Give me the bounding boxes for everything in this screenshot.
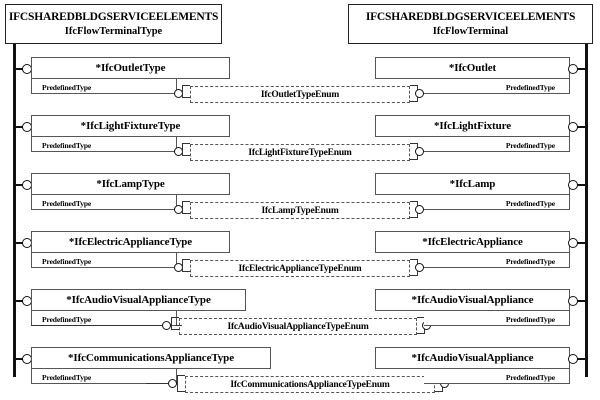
enum-bracket-left-1 — [182, 85, 190, 98]
branch-stub-right-5 — [570, 300, 586, 302]
enum-box-4: IfcElectricApplianceTypeEnum — [190, 260, 410, 277]
subtype-circle-right-1 — [568, 63, 578, 74]
subtype-circle-right-6 — [568, 353, 578, 364]
subtype-circle-right-2 — [568, 121, 578, 132]
supertype-trunk-right — [585, 44, 588, 377]
supertype-trunk-left — [13, 44, 16, 377]
enum-box-3: IfcLampTypeEnum — [190, 202, 410, 219]
branch-stub-right-6 — [570, 358, 586, 360]
attr-circle-right-2 — [415, 147, 424, 156]
schema-right-entity: IfcFlowTerminal — [432, 25, 509, 37]
entity-left-3-attribute: PredefinedType — [31, 195, 177, 210]
subtype-circle-right-4 — [568, 237, 578, 248]
entity-left-4: *IfcElectricApplianceType PredefinedType — [31, 231, 230, 268]
entity-right-1: *IfcOutlet PredefinedType — [375, 57, 570, 94]
entity-left-6-attribute: PredefinedType — [31, 369, 177, 384]
attr-circle-right-4 — [415, 263, 424, 272]
entity-right-4-attribute: PredefinedType — [424, 253, 570, 268]
entity-left-5-attribute: PredefinedType — [31, 311, 177, 326]
entity-right-4: *IfcElectricAppliance PredefinedType — [375, 231, 570, 268]
branch-stub-right-2 — [570, 126, 586, 128]
enum-box-1: IfcOutletTypeEnum — [190, 86, 410, 103]
entity-right-6-attribute: PredefinedType — [424, 369, 570, 384]
entity-left-1: *IfcOutletType PredefinedType — [31, 57, 230, 94]
entity-right-1-name: *IfcOutlet — [375, 57, 570, 79]
enum-bracket-left-5 — [171, 317, 179, 330]
entity-left-5-name: *IfcAudioVisualApplianceType — [31, 289, 246, 311]
subtype-circle-right-5 — [568, 295, 578, 306]
entity-left-3-name: *IfcLampType — [31, 173, 230, 195]
entity-right-3-attribute: PredefinedType — [424, 195, 570, 210]
entity-left-2-attribute: PredefinedType — [31, 137, 177, 152]
branch-stub-right-3 — [570, 184, 586, 186]
attr-circle-left-6 — [168, 379, 177, 388]
schema-right-name: IFCSHAREDBLDGSERVICEELEMENTS — [365, 11, 576, 24]
entity-right-1-attribute: PredefinedType — [424, 79, 570, 94]
entity-right-4-name: *IfcElectricAppliance — [375, 231, 570, 253]
branch-stub-right-4 — [570, 242, 586, 244]
entity-left-1-name: *IfcOutletType — [31, 57, 230, 79]
attr-circle-right-3 — [415, 205, 424, 214]
attr-line-left-5b — [31, 325, 162, 327]
attr-circle-left-5 — [162, 321, 171, 330]
enum-bracket-left-3 — [182, 201, 190, 214]
entity-left-2-name: *IfcLightFixtureType — [31, 115, 230, 137]
enum-bracket-left-6 — [177, 375, 185, 392]
entity-right-3-name: *IfcLamp — [375, 173, 570, 195]
enum-box-5: IfcAudioVisualApplianceTypeEnum — [179, 318, 417, 335]
entity-right-6: *IfcAudioVisualAppliance PredefinedType — [375, 347, 570, 384]
branch-stub-right-1 — [570, 68, 586, 70]
entity-right-5-name: *IfcAudioVisualAppliance — [375, 289, 570, 311]
entity-right-2-attribute: PredefinedType — [424, 137, 570, 152]
enum-box-6: IfcCommunicationsApplianceTypeEnum — [185, 376, 435, 393]
subtype-circle-right-3 — [568, 179, 578, 190]
entity-left-6: *IfcCommunicationsApplianceType Predefin… — [31, 347, 271, 384]
entity-right-6-name: *IfcAudioVisualAppliance — [375, 347, 570, 369]
attr-circle-right-1 — [415, 89, 424, 98]
entity-left-3: *IfcLampType PredefinedType — [31, 173, 230, 210]
entity-left-4-attribute: PredefinedType — [31, 253, 177, 268]
entity-left-4-name: *IfcElectricApplianceType — [31, 231, 230, 253]
entity-right-5: *IfcAudioVisualAppliance PredefinedType — [375, 289, 570, 326]
entity-left-5: *IfcAudioVisualApplianceType PredefinedT… — [31, 289, 246, 326]
enum-box-2: IfcLightFixtureTypeEnum — [190, 144, 410, 161]
schema-box-left: IFCSHAREDBLDGSERVICEELEMENTS IfcFlowTerm… — [5, 4, 222, 44]
entity-right-5-attribute: PredefinedType — [424, 311, 570, 326]
schema-box-right: IFCSHAREDBLDGSERVICEELEMENTS IfcFlowTerm… — [348, 4, 593, 44]
enum-bracket-left-2 — [182, 143, 190, 156]
entity-left-1-attribute: PredefinedType — [31, 79, 177, 94]
attr-line-left-6 — [146, 383, 171, 385]
entity-right-2-name: *IfcLightFixture — [375, 115, 570, 137]
entity-right-2: *IfcLightFixture PredefinedType — [375, 115, 570, 152]
entity-left-2: *IfcLightFixtureType PredefinedType — [31, 115, 230, 152]
schema-left-entity: IfcFlowTerminalType — [64, 25, 163, 37]
enum-bracket-left-4 — [182, 259, 190, 272]
entity-left-6-name: *IfcCommunicationsApplianceType — [31, 347, 271, 369]
schema-left-name: IFCSHAREDBLDGSERVICEELEMENTS — [8, 11, 219, 24]
entity-right-3: *IfcLamp PredefinedType — [375, 173, 570, 210]
